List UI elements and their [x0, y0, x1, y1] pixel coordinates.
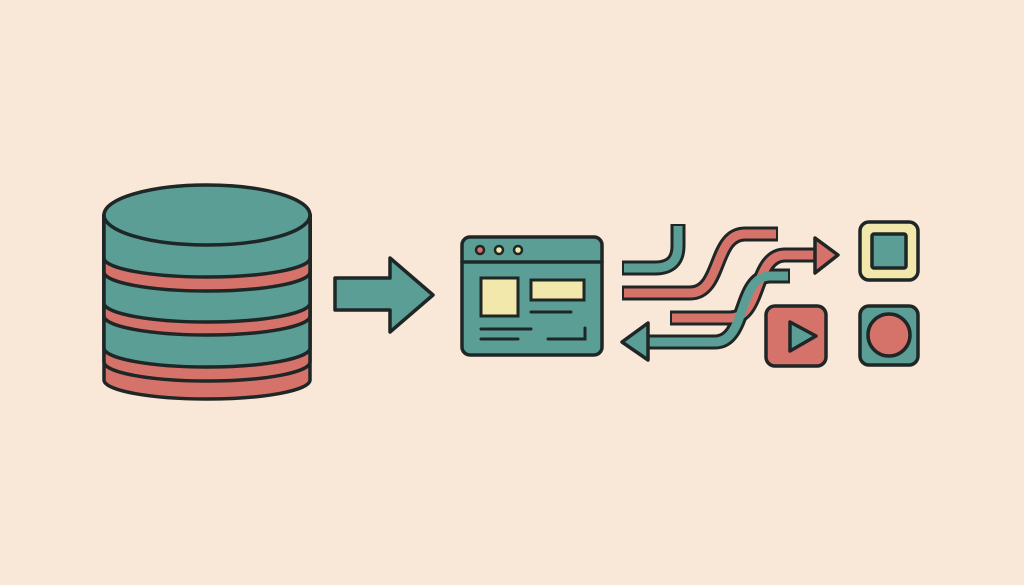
flow-ribbon [645, 271, 788, 347]
flow-ribbon [624, 229, 776, 298]
play-icon [764, 304, 828, 368]
window-dot-icon [512, 244, 524, 256]
square-icon [858, 220, 920, 282]
arrowhead-left-icon [620, 321, 650, 362]
flow-ribbon [624, 226, 683, 273]
heading-placeholder [529, 278, 586, 302]
arrowhead-right-icon [813, 236, 840, 275]
database-top [102, 183, 312, 247]
data-flow-arrows-icon [620, 224, 840, 362]
window-dot-icon [493, 244, 505, 256]
circle-icon [858, 304, 920, 367]
text-line [546, 326, 587, 341]
browser-window-icon [460, 235, 604, 357]
arrow-right-icon [333, 256, 435, 334]
window-dot-icon [474, 244, 486, 256]
image-placeholder [479, 276, 520, 318]
database-icon [102, 183, 312, 401]
